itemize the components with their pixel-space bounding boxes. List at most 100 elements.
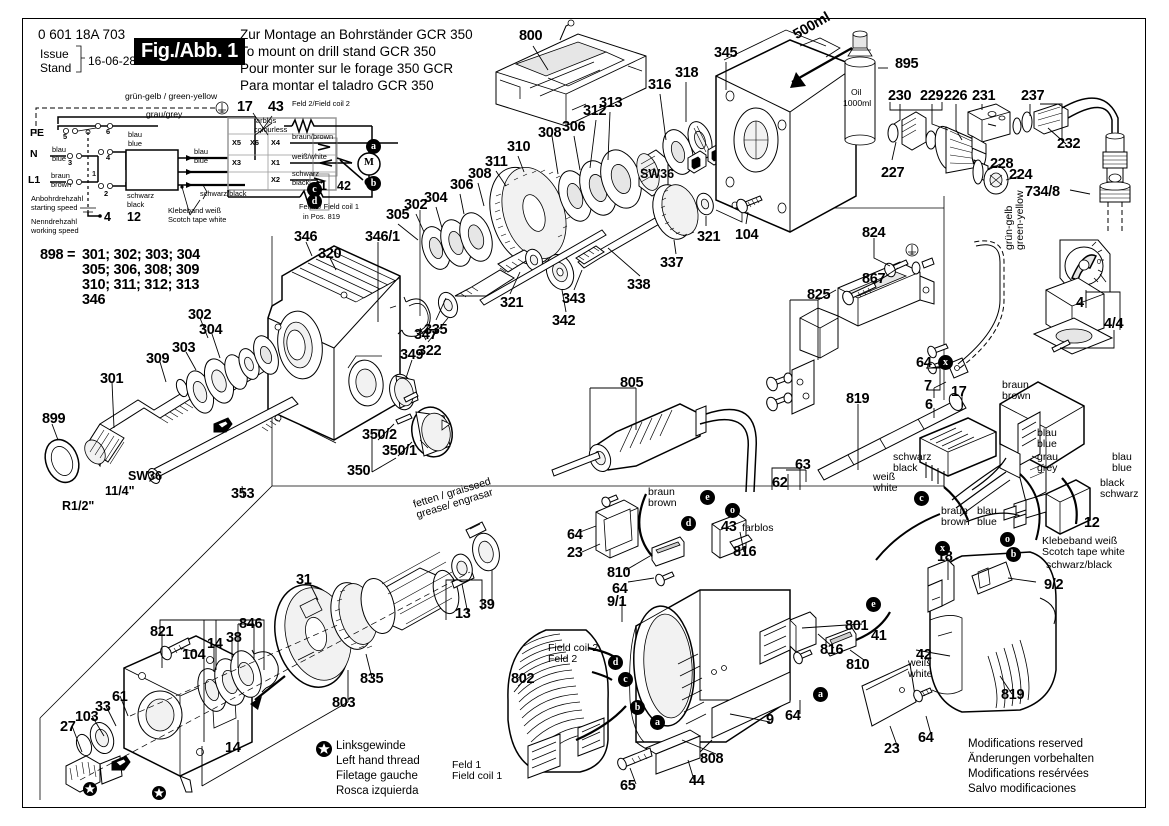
text-label-17: Feld 1 Field coil 1	[452, 759, 503, 783]
wiring-x3: X3	[232, 158, 242, 167]
callout-816-70: 816	[733, 544, 757, 560]
callout-SW36-17: SW36	[640, 167, 675, 181]
callout-227-18: 227	[881, 165, 905, 181]
badge-x-11: x	[935, 541, 950, 556]
wiring-black-bottom: schwarz/black	[200, 189, 247, 198]
assembly-note-head: 898 =	[40, 247, 76, 263]
wiring-terminal-5: 5	[63, 132, 68, 141]
callout-229-8: 229	[920, 88, 944, 104]
wiring-pos-43: 43	[268, 99, 284, 115]
callout-321-38: 321	[500, 295, 524, 311]
callout-33-91: 33	[95, 699, 111, 715]
callout-302-41: 302	[188, 307, 212, 323]
wiring-l1: L1	[28, 174, 41, 186]
callout-347-46: 347	[414, 327, 438, 343]
wiring-colourless-2: colourless	[254, 125, 288, 134]
callout-321-27: 321	[697, 229, 721, 245]
wiring-x2: X2	[271, 175, 281, 184]
callout-318-3: 318	[675, 65, 699, 81]
mount-note-es: Para montar el taladro GCR 350	[240, 78, 434, 93]
callout-304-44: 304	[199, 322, 223, 338]
callout-14-99: 14	[225, 740, 241, 756]
callout-3461-31: 346/1	[365, 229, 400, 245]
callout-7348-26: 734/8	[1025, 184, 1060, 200]
callout-13-77: 13	[455, 606, 471, 622]
callout-237-11: 237	[1021, 88, 1045, 104]
text-label-5: grau grey	[1037, 451, 1059, 475]
callout-4-37: 4	[1076, 295, 1084, 311]
callout-310-15: 310	[507, 139, 531, 155]
callout-3502-58: 350/2	[362, 427, 397, 443]
wiring-pos-17: 17	[237, 99, 253, 115]
issue-date: 16-06-28	[88, 54, 137, 68]
callout-65-103: 65	[620, 778, 636, 794]
callout-867-33: 867	[862, 271, 886, 287]
callout-899-57: 899	[42, 411, 66, 427]
callout-38-81: 38	[226, 630, 242, 646]
figure-tag: Fig./Abb. 1	[134, 38, 245, 65]
wiring-pe: PE	[30, 127, 45, 139]
text-label-8: schwarz black	[893, 451, 932, 475]
assembly-note-line-1: 301; 302; 303; 304	[82, 247, 200, 263]
callout-824-29: 824	[862, 225, 886, 241]
callout-64-72: 64	[612, 581, 628, 597]
callout-810-71: 810	[607, 565, 631, 581]
callout-322-45: 322	[418, 343, 442, 359]
callout-91-75: 9/1	[607, 594, 627, 610]
callout-304-23: 304	[424, 190, 448, 206]
footer-note-es: Salvo modificaciones	[968, 783, 1077, 795]
callout-42-95: 42	[916, 647, 932, 663]
wiring-start-speed-de: Anbohrdrehzahl	[31, 194, 84, 203]
star-marker-821	[152, 786, 166, 800]
badge-d-2: d	[681, 516, 696, 531]
wiring-blue-mid-2: blue	[128, 139, 142, 148]
wiring-x6: X6	[250, 138, 260, 147]
text-label-3: braun brown	[1002, 379, 1031, 403]
wiring-terminal-4: 4	[106, 153, 111, 162]
callout-6-55: 6	[925, 397, 933, 413]
wiring-black-x2-2: black	[292, 178, 310, 187]
callout-41-85: 41	[871, 628, 887, 644]
callout-64-101: 64	[918, 730, 934, 746]
callout-23-69: 23	[567, 545, 583, 561]
footer-note-fr: Modifications resérvées	[968, 768, 1089, 780]
callout-303-47: 303	[172, 340, 196, 356]
callout-18-73: 18	[937, 549, 953, 565]
text-label-15: weiß white	[908, 657, 933, 681]
callout-345-1: 345	[714, 45, 738, 61]
callout-308-12: 308	[538, 125, 562, 141]
text-label-14: schwarz/black	[1046, 559, 1112, 571]
text-label-1: 43	[721, 519, 737, 535]
wiring-grey-label: grau/grey	[146, 109, 183, 119]
wiring-field-coil-2: Feld 2/Field coil 2	[292, 99, 350, 108]
callout-63-62: 63	[795, 457, 811, 473]
wiring-motor: M	[364, 157, 374, 168]
callout-62-61: 62	[772, 475, 788, 491]
figure-tag-box: Fig./Abb. 1	[134, 38, 245, 65]
callout-23-100: 23	[884, 741, 900, 757]
badge-x-10: x	[938, 355, 953, 370]
callout-819-54: 819	[846, 391, 870, 407]
callout-64-68: 64	[567, 527, 583, 543]
callout-104-83: 104	[182, 647, 206, 663]
callout-338-35: 338	[627, 277, 651, 293]
wiring-terminal-2: 2	[104, 189, 109, 198]
part-number: 0 601 18A 703	[38, 27, 126, 42]
callout-335-43: 335	[424, 322, 448, 338]
badge-e-0: e	[700, 490, 715, 505]
wiring-brown-l1-2: brown	[51, 180, 72, 189]
stand-label: Stand	[40, 61, 72, 75]
text-label-12: grün-gelb green-yellow	[1003, 190, 1027, 250]
callout-305-25: 305	[386, 207, 410, 223]
assembly-note-line-2: 305; 306, 308; 309	[82, 262, 200, 278]
text-label-9: weiß white	[873, 471, 898, 495]
callout-819-102: 819	[1001, 687, 1025, 703]
callout-306-13: 306	[562, 119, 586, 135]
star-legend-fr: Filetage gauche	[336, 770, 418, 782]
text-label-16: Field coil 2 Feld 2	[548, 642, 599, 666]
text-label-13: Klebeband weiß Scotch tape white	[1042, 535, 1125, 559]
callout-350-60: 350	[347, 463, 371, 479]
callout-311-16: 311	[485, 154, 508, 170]
callout-103-92: 103	[75, 709, 99, 725]
